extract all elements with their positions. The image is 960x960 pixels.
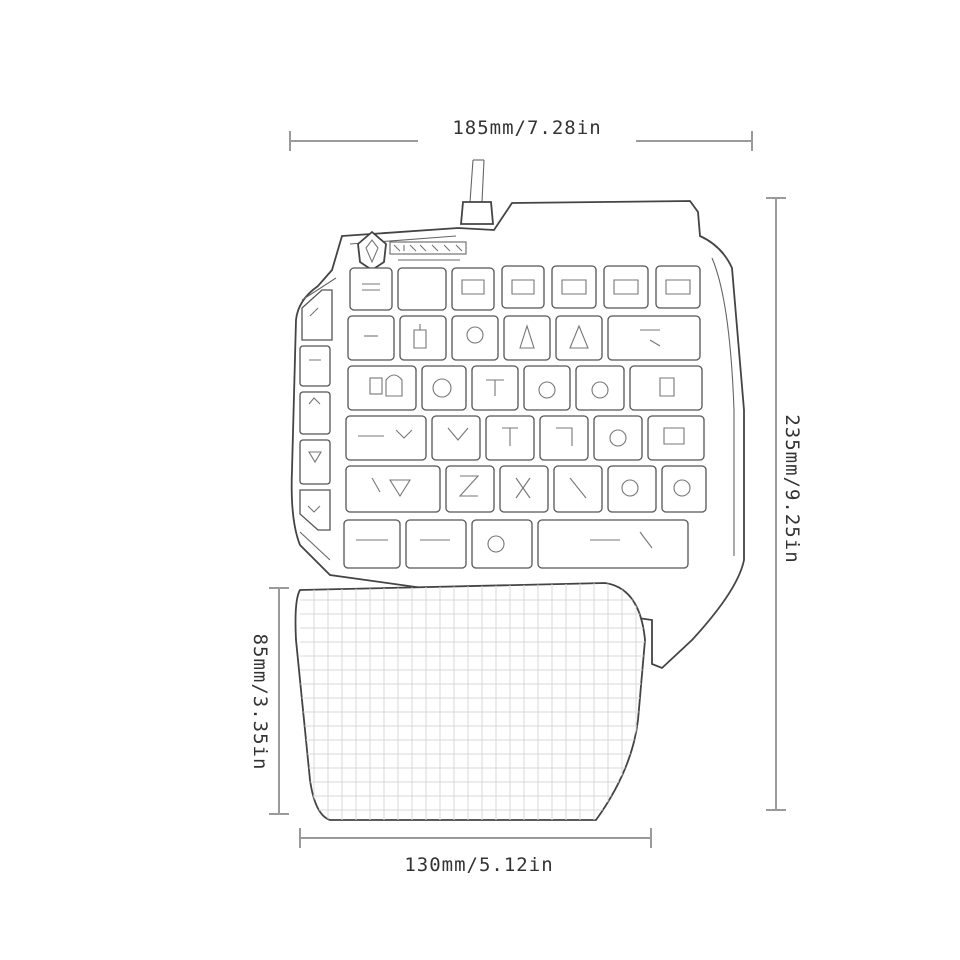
key-d xyxy=(539,415,589,461)
key-shift xyxy=(345,465,441,513)
key-row-1 xyxy=(349,265,701,311)
wrist-rest-grid xyxy=(300,583,645,820)
key-r1-5 xyxy=(551,265,597,309)
key-row-4 xyxy=(345,415,705,461)
key-2 xyxy=(451,315,499,361)
wrist-rest xyxy=(294,582,646,821)
key-g xyxy=(647,415,705,461)
key-r1-3 xyxy=(451,267,495,311)
key-v xyxy=(607,465,657,513)
key-4 xyxy=(555,315,603,361)
key-e xyxy=(523,365,571,411)
key-f xyxy=(593,415,643,461)
key-r1-4 xyxy=(501,265,545,309)
key-row-2 xyxy=(347,315,701,361)
side-key-1 xyxy=(301,289,333,341)
left-height-dimension: 85mm/3.35in xyxy=(246,587,289,815)
key-r1-2 xyxy=(397,267,447,311)
key-caps xyxy=(345,415,427,461)
key-c xyxy=(553,465,603,513)
left-height-label: 85mm/3.35in xyxy=(249,634,271,771)
side-key-3 xyxy=(299,391,331,435)
brand-logo xyxy=(357,230,467,272)
key-esc xyxy=(349,267,393,311)
side-key-2 xyxy=(299,345,331,387)
side-macro-keys xyxy=(299,289,333,531)
key-ctrl xyxy=(343,519,401,569)
key-space xyxy=(537,519,689,569)
usb-cable xyxy=(460,159,494,225)
key-3 xyxy=(503,315,551,361)
key-fn xyxy=(405,519,467,569)
top-width-dimension: 185mm/7.28in xyxy=(289,112,753,151)
key-b xyxy=(661,465,707,513)
key-q xyxy=(421,365,467,411)
key-alt xyxy=(471,519,533,569)
top-width-label: 185mm/7.28in xyxy=(452,117,601,139)
key-backspace-wide xyxy=(607,315,701,361)
key-r xyxy=(575,365,625,411)
right-height-label: 235mm/9.25in xyxy=(781,414,803,563)
right-height-dimension: 235mm/9.25in xyxy=(766,197,807,811)
key-glyphs xyxy=(356,279,691,553)
bottom-width-dimension: 130mm/5.12in xyxy=(299,828,652,878)
key-row-3 xyxy=(347,365,703,411)
key-r1-7 xyxy=(655,265,701,309)
key-z xyxy=(445,465,495,513)
key-row-5 xyxy=(345,465,707,513)
key-1 xyxy=(399,315,447,361)
key-row-6 xyxy=(343,519,689,569)
key-tilde xyxy=(347,315,395,361)
bottom-width-label: 130mm/5.12in xyxy=(404,854,553,876)
side-key-5 xyxy=(299,489,331,531)
key-r1-6 xyxy=(603,265,649,309)
key-t xyxy=(629,365,703,411)
